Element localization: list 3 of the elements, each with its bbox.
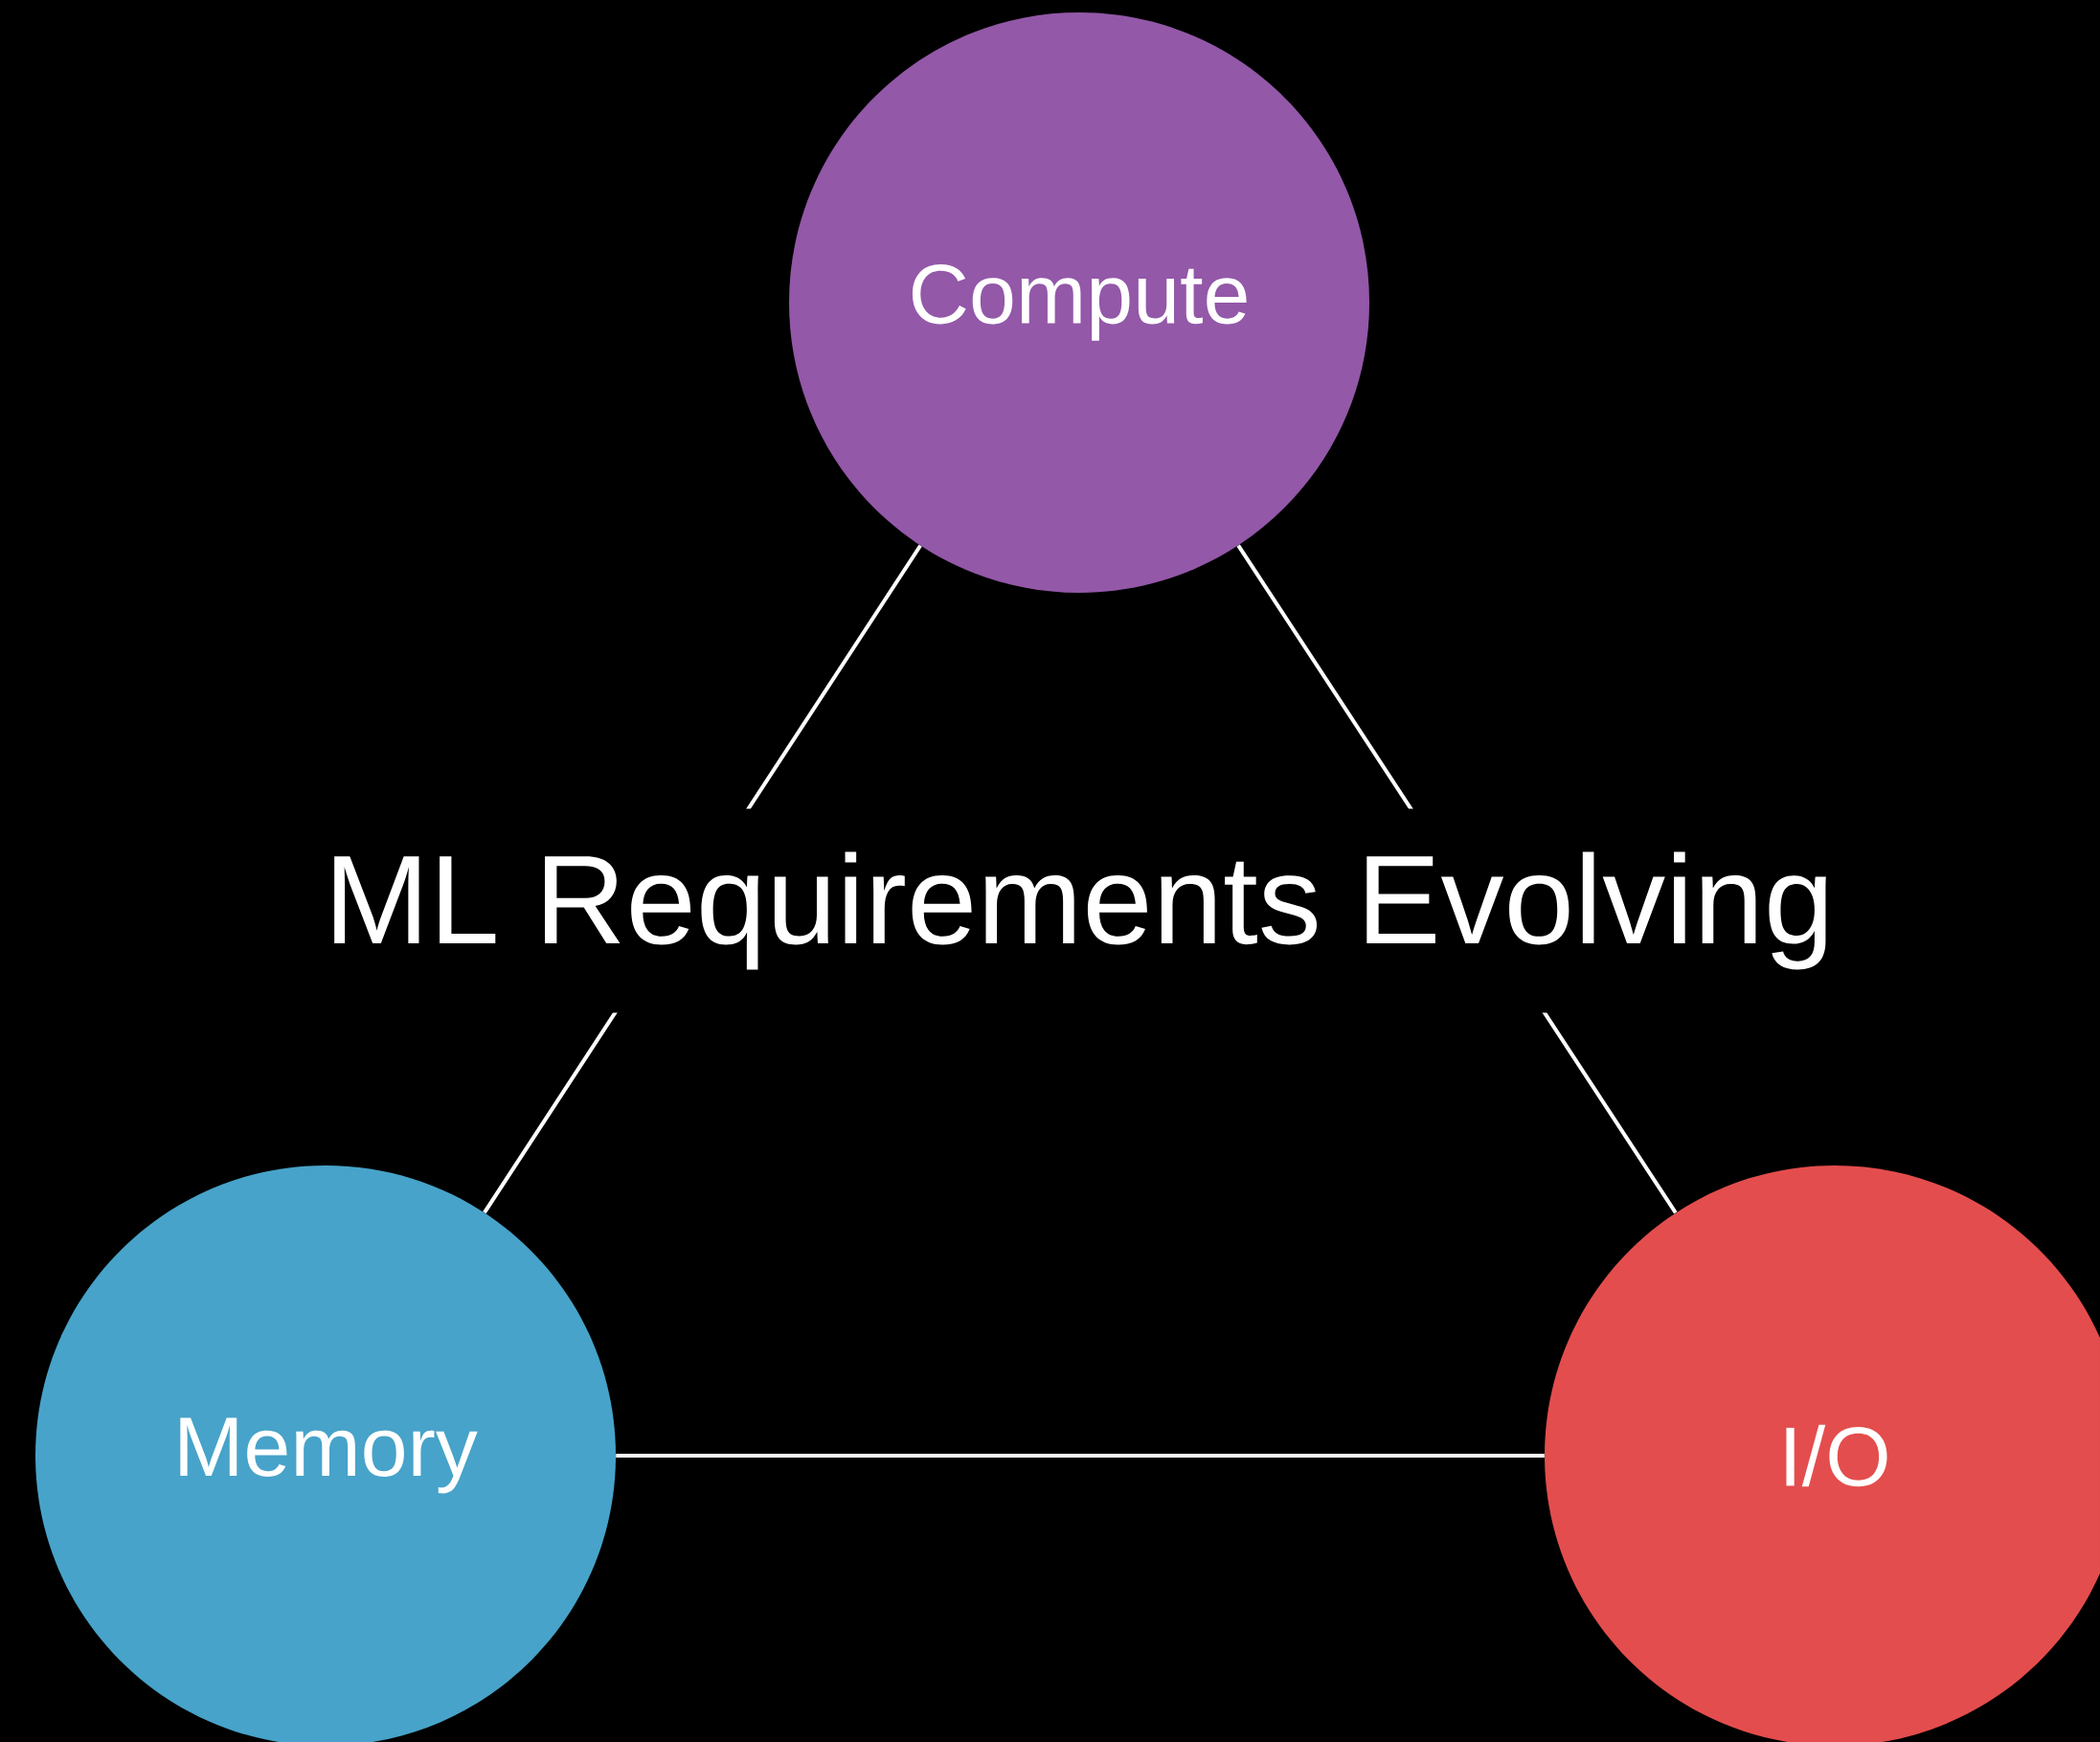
- connector-line: [616, 1454, 1545, 1458]
- title: ML Requirements Evolving: [305, 808, 1854, 1013]
- circle-node: Compute: [789, 11, 1369, 593]
